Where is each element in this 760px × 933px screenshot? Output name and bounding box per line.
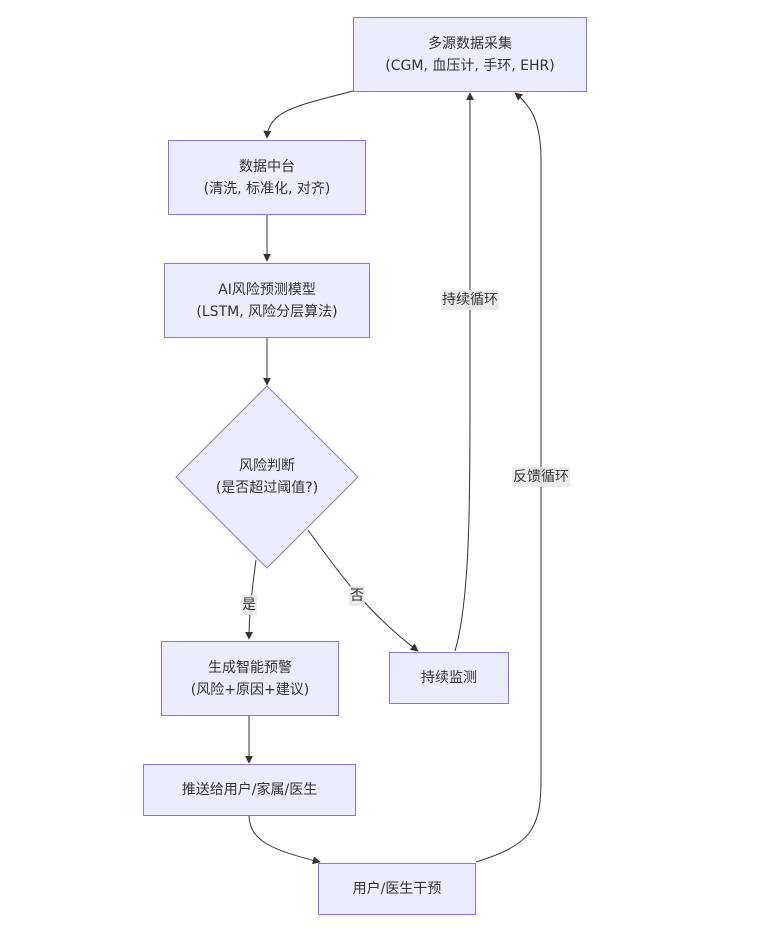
node-subtitle: (LSTM, 风险分层算法)	[196, 303, 338, 320]
node-subtitle: (清洗, 标准化, 对齐)	[203, 180, 331, 197]
node-title: 生成智能预警	[208, 659, 292, 676]
node-generate-alert: 生成智能预警 (风险+原因+建议)	[161, 641, 339, 716]
edge-label-feedback-loop: 反馈循环	[512, 467, 570, 487]
node-title: AI风险预测模型	[218, 281, 316, 298]
node-data-platform: 数据中台 (清洗, 标准化, 对齐)	[168, 140, 366, 215]
node-title: 持续监测	[421, 670, 477, 686]
node-risk-decision: 风险判断 (是否超过阈值?)	[176, 386, 358, 568]
decision-diamond-shape	[175, 385, 359, 569]
node-subtitle: (CGM, 血压计, 手环, EHR)	[385, 57, 555, 74]
edge-collect-to-platform	[263, 90, 354, 139]
edge-intervene-to-collect	[475, 92, 542, 863]
node-continuous-monitoring: 持续监测	[389, 652, 509, 704]
node-title: 推送给用户/家属/医生	[181, 782, 318, 798]
node-title: 风险判断	[239, 458, 295, 474]
node-user-doctor-intervention: 用户/医生干预	[318, 863, 476, 915]
edge-label-continuous-loop: 持续循环	[441, 290, 499, 310]
edge-push-to-intervene	[248, 815, 321, 865]
node-ai-risk-model: AI风险预测模型 (LSTM, 风险分层算法)	[164, 263, 370, 338]
node-multi-source-collection: 多源数据采集 (CGM, 血压计, 手环, EHR)	[353, 17, 587, 92]
node-subtitle: (风险+原因+建议)	[190, 681, 310, 698]
edge-label-yes: 是	[241, 595, 257, 615]
node-title: 多源数据采集	[428, 35, 512, 52]
node-title: 用户/医生干预	[352, 881, 442, 897]
edge-monitor-to-collect	[454, 92, 474, 652]
node-push-notification: 推送给用户/家属/医生	[143, 764, 356, 816]
edge-label-no: 否	[349, 586, 365, 606]
node-title: 数据中台	[239, 158, 295, 175]
node-subtitle: (是否超过阈值?)	[215, 480, 319, 496]
